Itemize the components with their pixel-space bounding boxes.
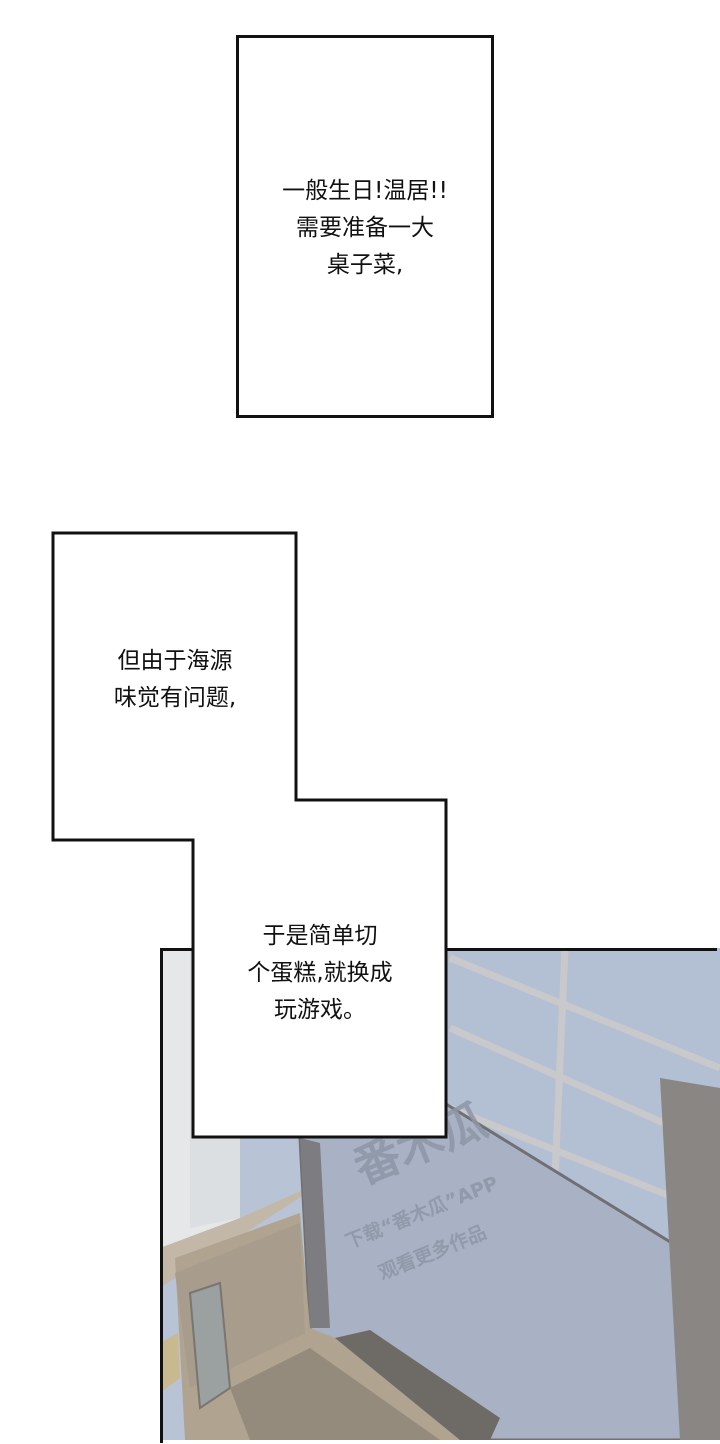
caption-box-1: 一般生日!温居!! 需要准备一大 桌子菜, — [236, 35, 494, 418]
caption-line: 味觉有问题, — [113, 685, 237, 711]
caption-line: 于是简单切 — [262, 923, 378, 949]
caption-line: 需要准备一大 — [296, 215, 434, 241]
caption-line: 个蛋糕,就换成 — [247, 960, 393, 986]
caption-line: 一般生日!温居!! — [282, 178, 448, 204]
caption-line: 玩游戏。 — [274, 997, 366, 1023]
caption-line: 但由于海源 — [117, 648, 233, 674]
caption-line: 桌子菜, — [326, 252, 404, 278]
